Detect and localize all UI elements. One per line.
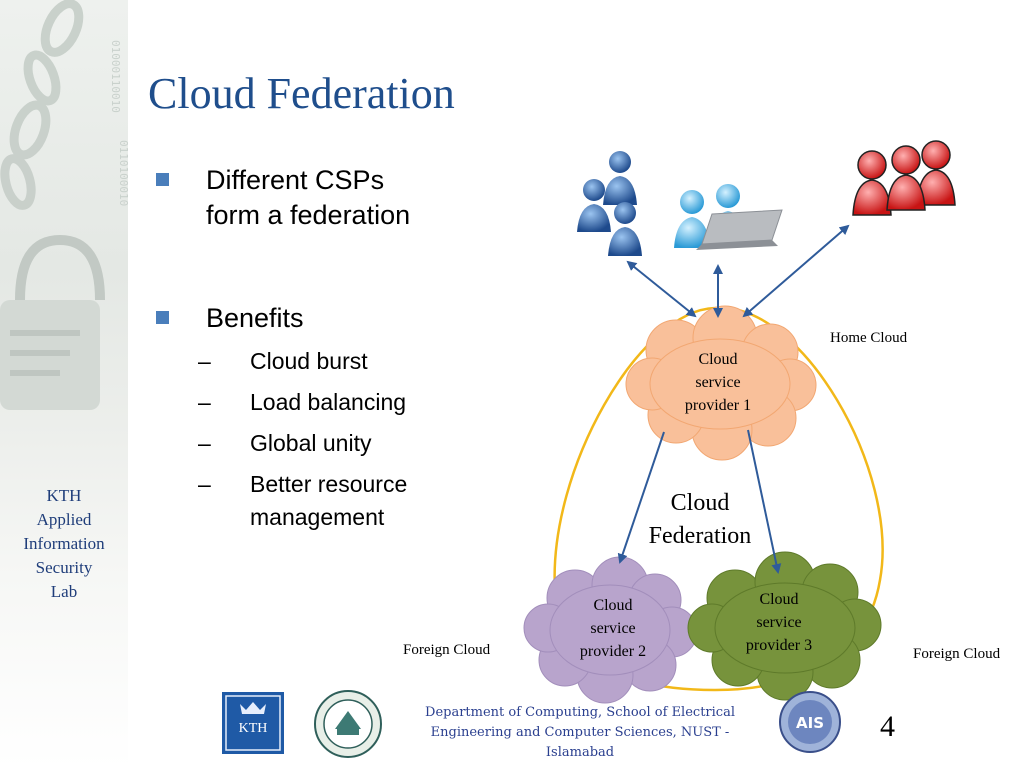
cloud-provider-3 <box>687 551 882 701</box>
padlock-icon: 01000110010 0110100010 <box>0 0 128 410</box>
kth-logo: KTH <box>222 692 284 754</box>
page-number: 4 <box>880 710 895 743</box>
arrow-users-left <box>626 260 697 318</box>
svg-text:KTH: KTH <box>239 721 268 736</box>
svg-text:0110100010: 0110100010 <box>117 140 128 206</box>
lab-line: Applied <box>36 510 92 529</box>
lab-name: KTH Applied Information Security Lab <box>0 484 128 604</box>
lab-line: Information <box>23 534 105 553</box>
arrow-to-cloud-3 <box>747 429 782 574</box>
svg-text:01000110010: 01000110010 <box>109 40 122 113</box>
nust-seal-logo <box>313 689 383 759</box>
lab-line: Lab <box>50 582 78 601</box>
footer-department: Department of Computing, School of Elect… <box>425 705 735 760</box>
foreign-cloud-left-label: Foreign Cloud <box>403 642 491 658</box>
lab-line: Security <box>35 558 93 577</box>
bullet-text: Benefits <box>206 303 304 333</box>
cloud-provider-2 <box>523 556 698 704</box>
red-user-group-icon <box>852 140 956 216</box>
foreign-cloud-right-label: Foreign Cloud <box>913 646 1001 662</box>
laptop-users-icon <box>674 184 783 250</box>
sidebar: 01000110010 0110100010 KTH Applied Infor… <box>0 0 128 768</box>
arrow-to-cloud-2 <box>617 431 665 564</box>
bullet-square-icon <box>156 311 169 324</box>
federation-boundary <box>553 306 884 692</box>
bullet-square-icon <box>156 173 169 186</box>
svg-text:AIS: AIS <box>796 714 824 732</box>
cloud-provider-1 <box>625 305 817 461</box>
user-group-icon <box>577 151 642 256</box>
slide-title: Cloud Federation <box>148 69 455 118</box>
lab-line: KTH <box>46 486 82 505</box>
ais-logo: AIS <box>778 690 842 754</box>
arrow-users-right <box>742 224 850 318</box>
home-cloud-label: Home Cloud <box>830 330 908 346</box>
